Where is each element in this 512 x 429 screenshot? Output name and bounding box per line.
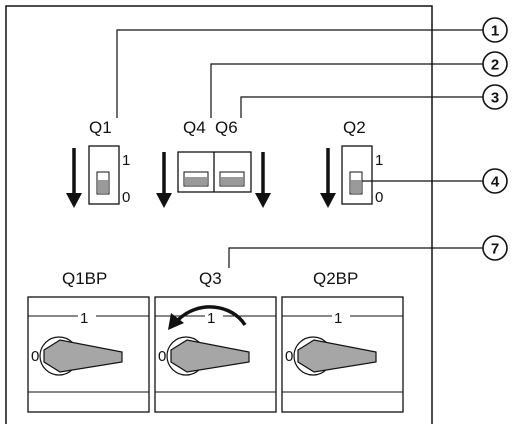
callout-2: 2 — [482, 51, 508, 77]
switch-q2bp-on-label: 1 — [334, 310, 342, 327]
switch-q3-on-label: 1 — [207, 310, 215, 327]
breaker-q4-label: Q4 — [183, 118, 206, 137]
switch-q2bp[interactable] — [281, 296, 404, 413]
breaker-q6-down-arrow-icon — [255, 152, 271, 208]
callout-7-leader — [228, 247, 483, 268]
svg-text:1: 1 — [491, 23, 499, 40]
breaker-q4-down-arrow-icon — [156, 152, 172, 208]
breaker-q1-down-arrow-icon — [66, 148, 82, 208]
switch-q1bp-label: Q1BP — [62, 269, 107, 288]
callout-3: 3 — [482, 84, 508, 110]
callout-1: 1 — [482, 17, 508, 43]
svg-text:3: 3 — [491, 90, 499, 107]
breaker-q1-on-label: 1 — [122, 152, 130, 169]
callout-3-leader — [240, 96, 483, 118]
switch-q2bp-label: Q2BP — [313, 269, 358, 288]
callout-2-leader — [210, 63, 483, 118]
breaker-q2-label: Q2 — [343, 118, 366, 137]
switch-q3[interactable] — [154, 296, 277, 413]
callout-7: 7 — [482, 235, 508, 261]
breaker-q1-off-label: 0 — [122, 189, 130, 206]
breaker-q1-label: Q1 — [89, 118, 112, 137]
breaker-q2-down-arrow-icon — [320, 148, 336, 208]
breaker-q2-off-label: 0 — [375, 189, 383, 206]
breaker-q2-on-label: 1 — [375, 152, 383, 169]
breaker-q4-q6[interactable] — [177, 151, 252, 193]
switch-q1bp-off-label: 0 — [31, 348, 39, 365]
callout-1-leader — [116, 29, 483, 118]
breaker-q1[interactable] — [88, 145, 120, 205]
switch-q1bp-on-label: 1 — [80, 310, 88, 327]
svg-text:2: 2 — [491, 57, 499, 74]
svg-text:7: 7 — [491, 241, 499, 258]
callout-4: 4 — [482, 168, 508, 194]
rotate-counterclockwise-arrow-icon — [168, 305, 247, 330]
breaker-q2[interactable] — [341, 145, 373, 205]
switch-q1bp[interactable] — [27, 296, 150, 413]
breaker-q6-label: Q6 — [215, 118, 238, 137]
switch-q2bp-off-label: 0 — [285, 348, 293, 365]
switch-q3-label: Q3 — [199, 269, 222, 288]
svg-text:4: 4 — [491, 174, 500, 191]
switch-q3-off-label: 0 — [158, 348, 166, 365]
panel-frame — [5, 5, 433, 424]
